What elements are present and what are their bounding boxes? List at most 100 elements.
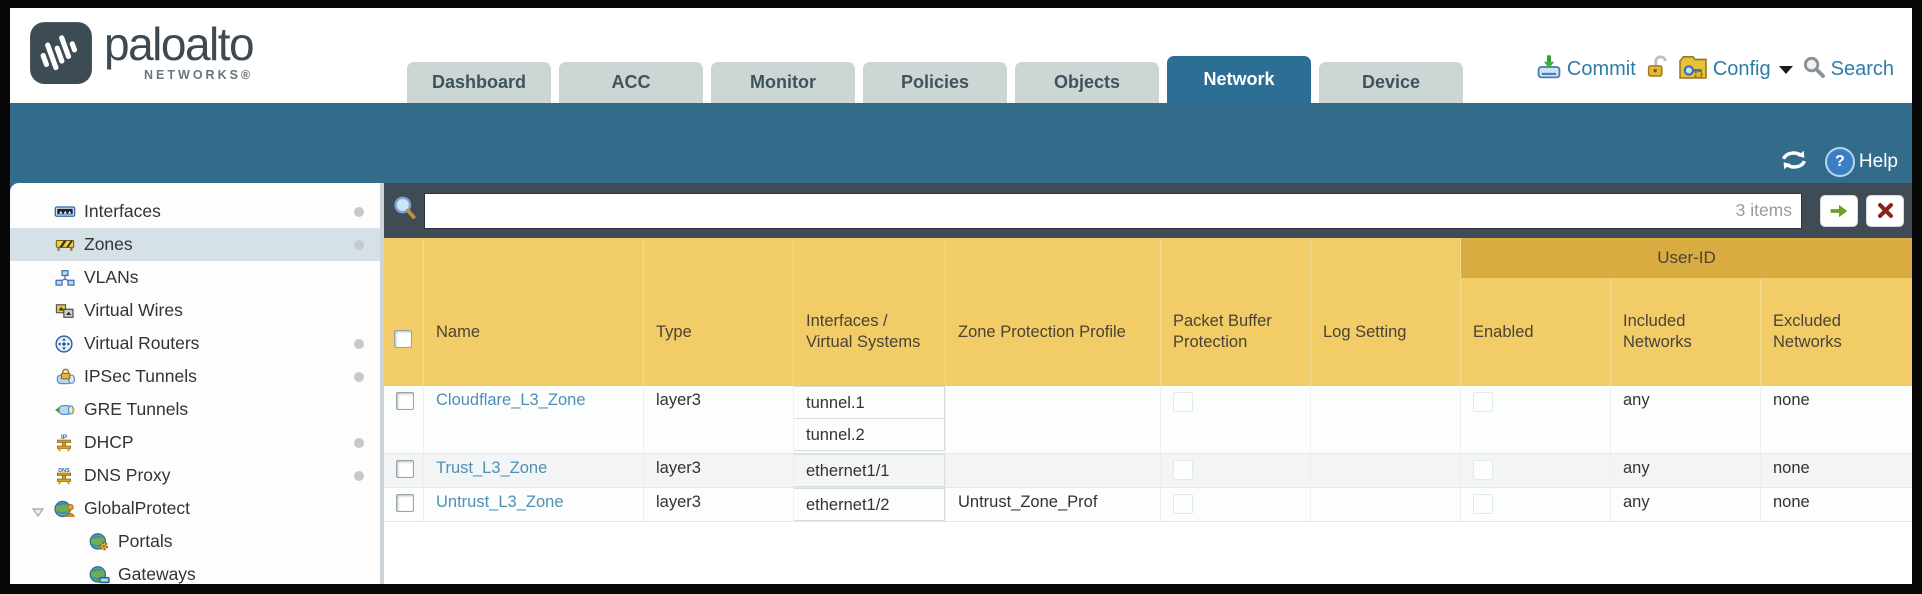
sidebar-item-ipsec-tunnels[interactable]: IPSec Tunnels (10, 360, 380, 393)
virtual-wires-icon (54, 302, 76, 319)
column-header-included-networks[interactable]: Included Networks (1611, 238, 1761, 386)
commit-icon (1536, 54, 1562, 85)
zone-name-link[interactable]: Trust_L3_Zone (436, 459, 548, 477)
sidebar-item-virtual-routers[interactable]: Virtual Routers (10, 327, 380, 360)
dns-proxy-icon: DNS (54, 467, 76, 485)
interfaces-icon (54, 203, 76, 220)
zone-name-link[interactable]: Untrust_L3_Zone (436, 493, 564, 511)
row-select-checkbox[interactable] (396, 392, 414, 410)
commit-button[interactable]: Commit (1536, 54, 1636, 85)
config-label: Config (1712, 58, 1771, 80)
gateways-icon (88, 565, 110, 583)
ipsec-tunnels-icon (54, 368, 76, 385)
status-dot (354, 438, 364, 448)
zone-name-link[interactable]: Cloudflare_L3_Zone (436, 391, 586, 409)
column-header-packet-buffer-protection[interactable]: Packet Buffer Protection (1161, 238, 1311, 386)
lock-button[interactable] (1645, 55, 1669, 84)
user-id-group-header: User-ID (1461, 238, 1912, 278)
filter-input-wrap: 3 items (424, 192, 1802, 229)
sidebar-item-portals[interactable]: Portals (10, 525, 380, 558)
zone-protection-profile-cell (946, 454, 1161, 487)
row-select-checkbox[interactable] (396, 460, 414, 478)
column-header-log-setting[interactable]: Log Setting (1311, 238, 1461, 386)
zone-interfaces-cell: ethernet1/2 (794, 488, 946, 521)
tab-policies[interactable]: Policies (863, 62, 1007, 103)
interface-value: tunnel.2 (794, 418, 945, 451)
status-dot (354, 240, 364, 250)
filter-search-icon (392, 195, 416, 226)
filter-input[interactable] (425, 193, 1801, 228)
included-networks-cell: any (1611, 454, 1761, 487)
zone-type-cell: layer3 (644, 488, 794, 521)
log-setting-cell (1311, 488, 1461, 521)
tab-dashboard[interactable]: Dashboard (407, 62, 551, 103)
paloalto-logo-icon (28, 20, 94, 86)
brand-subtitle: NETWORKS® (144, 68, 254, 82)
user-id-enabled-checkbox (1473, 460, 1493, 480)
brand: paloalto NETWORKS® (28, 18, 255, 86)
body-area: Interfaces Zones (10, 183, 1912, 584)
vlans-icon (54, 269, 76, 286)
search-icon (1802, 55, 1826, 84)
filter-toolbar: 3 items (384, 183, 1912, 238)
select-all-checkbox[interactable] (394, 330, 412, 348)
sidebar-item-vlans[interactable]: VLANs (10, 261, 380, 294)
zones-panel: 3 items Name (384, 183, 1912, 584)
clear-filter-button[interactable] (1866, 194, 1904, 227)
gre-tunnels-icon (54, 401, 76, 418)
app-content: paloalto NETWORKS® Dashboard ACC Monitor… (10, 8, 1912, 584)
commit-label: Commit (1566, 58, 1636, 80)
column-header-type[interactable]: Type (644, 238, 794, 386)
sidebar-item-virtual-wires[interactable]: Virtual Wires (10, 294, 380, 327)
tab-network[interactable]: Network (1167, 56, 1311, 103)
zone-type-cell: layer3 (644, 386, 794, 453)
column-header-name[interactable]: Name (424, 238, 644, 386)
collapse-triangle-icon[interactable] (31, 504, 45, 522)
tab-device[interactable]: Device (1319, 62, 1463, 103)
virtual-routers-icon (54, 334, 76, 353)
top-utilities: Commit (1536, 54, 1894, 85)
zone-type-cell: layer3 (644, 454, 794, 487)
sidebar-item-dhcp[interactable]: IP DHCP (10, 426, 380, 459)
top-bar: paloalto NETWORKS® Dashboard ACC Monitor… (10, 8, 1912, 103)
column-header-enabled[interactable]: Enabled (1461, 238, 1611, 386)
network-sidebar: Interfaces Zones (10, 183, 380, 584)
help-button[interactable]: ? Help (1824, 147, 1898, 177)
column-header-interfaces[interactable]: Interfaces / Virtual Systems (794, 238, 946, 386)
tab-monitor[interactable]: Monitor (711, 62, 855, 103)
log-setting-cell (1311, 454, 1461, 487)
apply-filter-button[interactable] (1820, 194, 1858, 227)
main-nav-tabs: Dashboard ACC Monitor Policies Objects N… (407, 56, 1463, 103)
user-id-enabled-checkbox (1473, 494, 1493, 514)
help-icon: ? (1824, 147, 1855, 177)
tab-objects[interactable]: Objects (1015, 62, 1159, 103)
brand-name: paloalto (104, 18, 255, 70)
column-header-zone-protection-profile[interactable]: Zone Protection Profile (946, 238, 1161, 386)
sidebar-item-gre-tunnels[interactable]: GRE Tunnels (10, 393, 380, 426)
status-dot (354, 372, 364, 382)
interface-value: ethernet1/1 (794, 454, 945, 487)
packet-buffer-protection-checkbox (1173, 460, 1193, 480)
config-caret-icon (1778, 65, 1793, 74)
zones-table-body: Cloudflare_L3_Zone layer3 tunnel.1 tunne… (384, 386, 1912, 522)
packet-buffer-protection-checkbox (1173, 392, 1193, 412)
sidebar-item-zones[interactable]: Zones (10, 228, 380, 261)
excluded-networks-cell: none (1773, 459, 1810, 477)
status-dot (354, 339, 364, 349)
table-header: Name Type Interfaces / Virtual Systems Z… (384, 238, 1912, 386)
zones-icon (54, 236, 76, 253)
sidebar-item-dns-proxy[interactable]: DNS DNS Proxy (10, 459, 380, 492)
tab-acc[interactable]: ACC (559, 62, 703, 103)
refresh-icon[interactable] (1779, 148, 1809, 177)
sidebar-item-interfaces[interactable]: Interfaces (10, 195, 380, 228)
column-header-excluded-networks[interactable]: Excluded Networks (1773, 312, 1842, 351)
portals-icon (88, 532, 110, 551)
row-select-checkbox[interactable] (396, 494, 414, 512)
global-search-button[interactable]: Search (1802, 55, 1894, 84)
included-networks-cell: any (1611, 488, 1761, 521)
sidebar-item-gateways[interactable]: Gateways (10, 558, 380, 584)
sidebar-item-globalprotect[interactable]: GlobalProtect (10, 492, 380, 525)
config-menu-button[interactable]: Config (1678, 54, 1793, 85)
interface-value: ethernet1/2 (794, 488, 945, 521)
table-row: Cloudflare_L3_Zone layer3 tunnel.1 tunne… (384, 386, 1912, 454)
